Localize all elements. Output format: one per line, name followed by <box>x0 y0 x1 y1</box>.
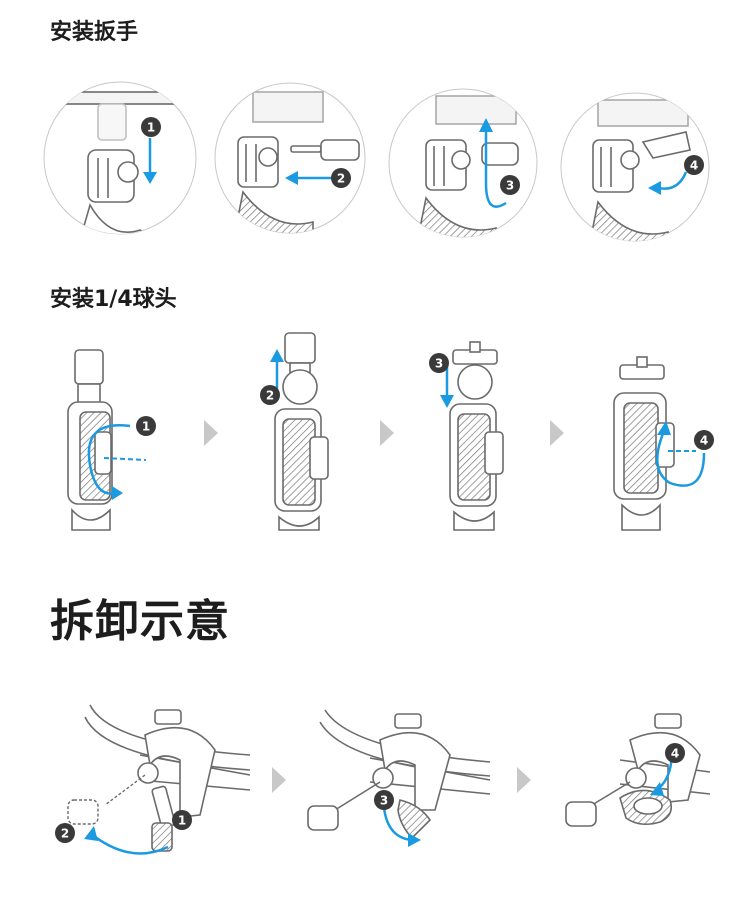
removal-step-1-illustration: 1 2 <box>55 704 251 855</box>
section-title-removal: 拆卸示意 <box>50 596 230 647</box>
step-badge-4: 4 <box>665 743 685 763</box>
rotate-arrow-icon <box>648 171 688 195</box>
wrench-step-2-illustration: 2 <box>214 82 366 234</box>
svg-text:2: 2 <box>61 827 69 841</box>
svg-text:1: 1 <box>178 814 186 828</box>
ballhead-step-3-illustration: 3 <box>429 341 504 531</box>
removal-step-3-illustration: 3 <box>307 709 491 847</box>
svg-text:3: 3 <box>380 794 388 808</box>
removal-step-4-illustration: 4 <box>565 713 711 827</box>
arrow-up-icon <box>270 349 284 391</box>
chevron-right-icon <box>204 420 218 446</box>
svg-text:2: 2 <box>337 172 345 186</box>
step-badge-1: 1 <box>141 117 161 137</box>
wrench-step-1-illustration: 1 <box>43 81 197 235</box>
chevron-right-icon <box>380 420 394 446</box>
step-badge-1: 1 <box>136 416 156 436</box>
chevron-right-icon <box>272 767 286 793</box>
step-badge-1: 1 <box>172 810 192 830</box>
ballhead-step-1-illustration: 1 <box>67 349 156 531</box>
arrow-left-icon <box>285 171 335 185</box>
step-badge-2: 2 <box>331 168 351 188</box>
rotate-arrow-icon <box>84 826 169 855</box>
rotate-arrow-icon <box>656 421 706 487</box>
svg-text:1: 1 <box>147 121 155 135</box>
svg-text:2: 2 <box>266 389 274 403</box>
svg-text:4: 4 <box>671 747 679 761</box>
step-badge-4: 4 <box>684 155 704 175</box>
step-badge-4: 4 <box>694 430 714 450</box>
wrench-step-4-illustration: 4 <box>560 92 710 242</box>
step-badge-3: 3 <box>429 353 449 373</box>
arrow-down-icon <box>440 366 454 408</box>
chevron-right-icon <box>550 420 564 446</box>
rotate-arrow-icon <box>479 118 507 208</box>
ballhead-step-2-illustration: 2 <box>260 332 329 531</box>
wrench-step-3-illustration: 3 <box>388 88 538 238</box>
svg-text:1: 1 <box>142 420 150 434</box>
rotate-arrow-icon <box>87 424 147 500</box>
svg-text:3: 3 <box>435 357 443 371</box>
step-badge-3: 3 <box>374 790 394 810</box>
step-badge-3: 3 <box>500 175 520 195</box>
svg-text:4: 4 <box>690 159 698 173</box>
section-title-ballhead: 安装1/4球头 <box>50 287 177 312</box>
arrow-down-icon <box>143 138 157 184</box>
rotate-arrow-icon <box>382 807 421 847</box>
ballhead-step-4-illustration: 4 <box>613 356 714 531</box>
chevron-right-icon <box>517 767 531 793</box>
step-badge-2: 2 <box>260 385 280 405</box>
svg-text:3: 3 <box>506 179 514 193</box>
step-badge-2: 2 <box>55 823 75 843</box>
section-title-wrench: 安装扳手 <box>50 20 139 45</box>
svg-text:4: 4 <box>700 434 708 448</box>
